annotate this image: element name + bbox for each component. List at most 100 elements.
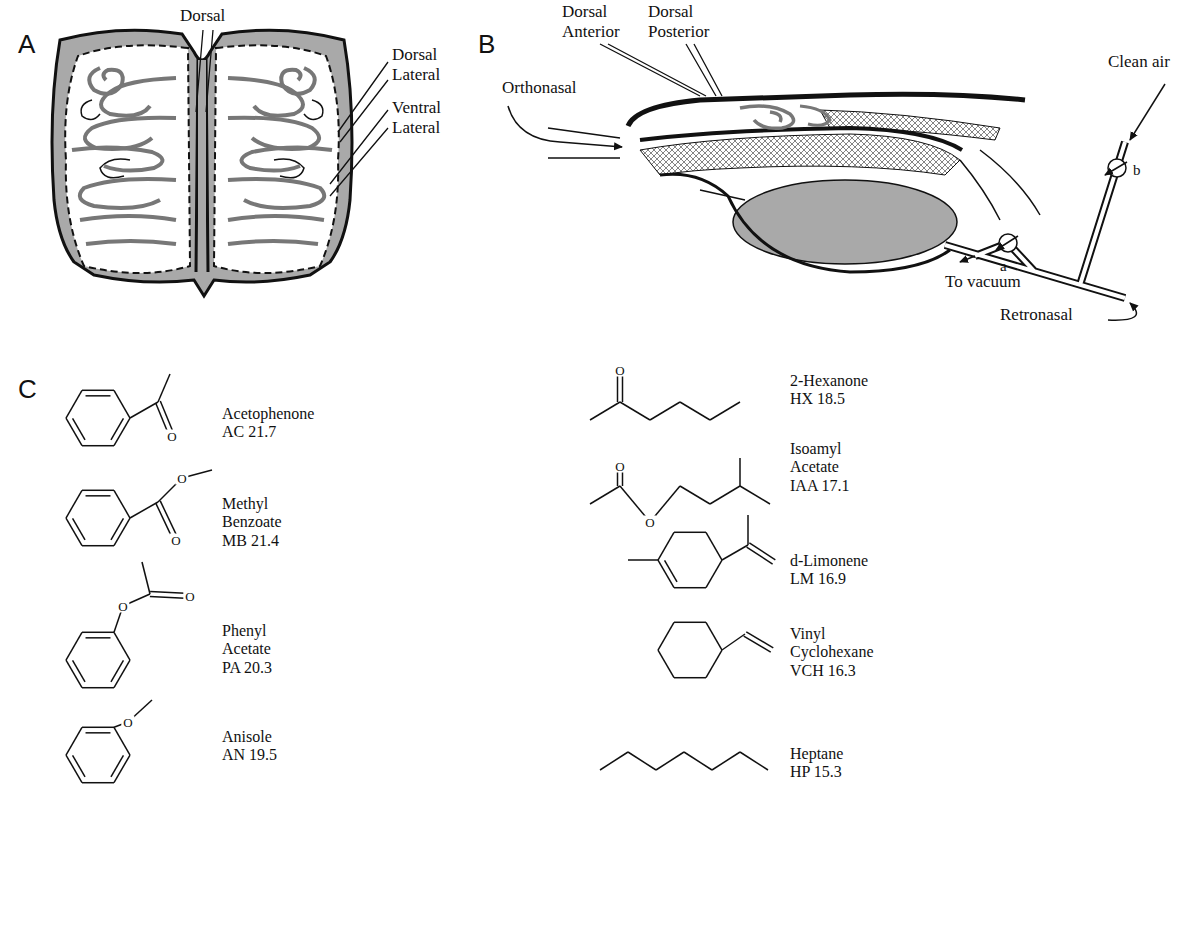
bond-line bbox=[86, 495, 111, 497]
bond-line bbox=[111, 518, 123, 540]
bond-line bbox=[66, 390, 82, 418]
bond-line bbox=[746, 632, 773, 648]
region-label: Dorsal bbox=[180, 6, 225, 26]
compound-name: Phenyl Acetate PA 20.3 bbox=[222, 622, 292, 677]
bond-line bbox=[706, 532, 722, 560]
bond-line bbox=[114, 390, 130, 418]
bond-line bbox=[710, 402, 740, 420]
bond-line bbox=[628, 559, 658, 561]
bond-line bbox=[86, 395, 111, 397]
region-label: Dorsal Posterior bbox=[648, 2, 724, 41]
bond-line bbox=[73, 660, 85, 682]
bond-line bbox=[674, 532, 706, 534]
compound-name: Acetophenone AC 21.7 bbox=[222, 405, 282, 442]
leader-lines bbox=[196, 30, 388, 196]
bond-line bbox=[706, 560, 722, 588]
bond-line bbox=[712, 752, 740, 770]
bond-line bbox=[590, 486, 620, 504]
route-label: Retronasal bbox=[1000, 305, 1073, 325]
bond-line bbox=[73, 755, 85, 777]
compound-name: Vinyl Cyclohexane VCH 16.3 bbox=[790, 625, 885, 680]
bond-line bbox=[114, 632, 130, 660]
panel-letter: B bbox=[478, 30, 495, 60]
atom-symbol: O bbox=[121, 716, 134, 729]
bond-line bbox=[86, 637, 111, 639]
flow-label: Clean air bbox=[1108, 52, 1170, 72]
bond-line bbox=[620, 402, 650, 420]
compound-name: Isoamyl Acetate IAA 17.1 bbox=[790, 440, 862, 495]
bond-line bbox=[158, 374, 170, 402]
bond-line bbox=[706, 650, 722, 678]
compound-name: Methyl Benzoate MB 21.4 bbox=[222, 495, 297, 550]
bond-line bbox=[747, 515, 749, 545]
bond-line bbox=[650, 402, 680, 420]
bond-line bbox=[66, 632, 82, 660]
bond-line bbox=[710, 486, 740, 504]
bond-line bbox=[656, 752, 684, 770]
bond-line bbox=[114, 727, 130, 755]
bond-line bbox=[111, 755, 123, 777]
bond-line bbox=[82, 632, 114, 634]
atom-symbol: O bbox=[165, 430, 178, 443]
bond-line bbox=[674, 622, 706, 624]
region-label: Dorsal Lateral bbox=[392, 45, 462, 84]
bond-line bbox=[82, 687, 114, 689]
bond-line bbox=[739, 458, 741, 486]
bond-line bbox=[722, 634, 745, 650]
atom-symbol: O bbox=[169, 534, 182, 547]
bond-line bbox=[73, 518, 85, 540]
panel-letter: C bbox=[18, 375, 37, 405]
valve-symbol bbox=[996, 159, 1127, 252]
flow-arrow bbox=[508, 106, 622, 158]
bond-line bbox=[114, 490, 130, 518]
atom-symbol: O bbox=[613, 364, 626, 377]
bond-line bbox=[658, 650, 674, 678]
bond-line bbox=[86, 732, 111, 734]
bond-line bbox=[680, 402, 710, 420]
bond-line bbox=[82, 445, 114, 447]
bond-line bbox=[600, 752, 628, 770]
bond-line bbox=[82, 727, 114, 729]
atom-symbol: O bbox=[175, 472, 188, 485]
atom-symbol: O bbox=[643, 516, 656, 529]
bond-line bbox=[706, 622, 722, 650]
bond-line bbox=[130, 502, 158, 518]
bond-line bbox=[111, 660, 123, 682]
bond-line bbox=[665, 560, 677, 582]
route-label: Orthonasal bbox=[502, 78, 577, 98]
valve-label: b bbox=[1133, 162, 1141, 179]
bond-line bbox=[82, 390, 114, 392]
bond-line bbox=[658, 532, 674, 560]
bond-line bbox=[82, 782, 114, 784]
bond-line bbox=[740, 486, 770, 504]
compound-name: Heptane HP 15.3 bbox=[790, 745, 860, 782]
atom-symbol: O bbox=[613, 460, 626, 473]
bond-line bbox=[111, 418, 123, 440]
bond-line bbox=[82, 545, 114, 547]
flow-label: To vacuum bbox=[945, 272, 1021, 292]
region-label: Dorsal Anterior bbox=[562, 2, 632, 41]
nasal-section bbox=[52, 30, 352, 296]
bond-line bbox=[674, 677, 706, 679]
bond-line bbox=[684, 752, 712, 770]
bond-line bbox=[73, 418, 85, 440]
compound-name: 2-Hexanone HX 18.5 bbox=[790, 372, 885, 409]
bond-line bbox=[680, 486, 710, 504]
compound-name: Anisole AN 19.5 bbox=[222, 728, 292, 765]
bond-line bbox=[722, 545, 748, 560]
compound-name: d-Limonene LM 16.9 bbox=[790, 552, 885, 589]
panel-letter: A bbox=[18, 30, 35, 60]
leader-lines bbox=[600, 44, 722, 96]
atom-symbol: O bbox=[116, 600, 129, 613]
bond-line bbox=[749, 543, 775, 560]
bond-line bbox=[590, 402, 620, 420]
bond-line bbox=[130, 402, 158, 418]
bond-line bbox=[142, 562, 150, 594]
bond-line bbox=[674, 587, 706, 589]
atom-symbol: O bbox=[183, 590, 196, 603]
bond-line bbox=[658, 622, 674, 650]
bond-line bbox=[740, 752, 768, 770]
bond-line bbox=[82, 490, 114, 492]
